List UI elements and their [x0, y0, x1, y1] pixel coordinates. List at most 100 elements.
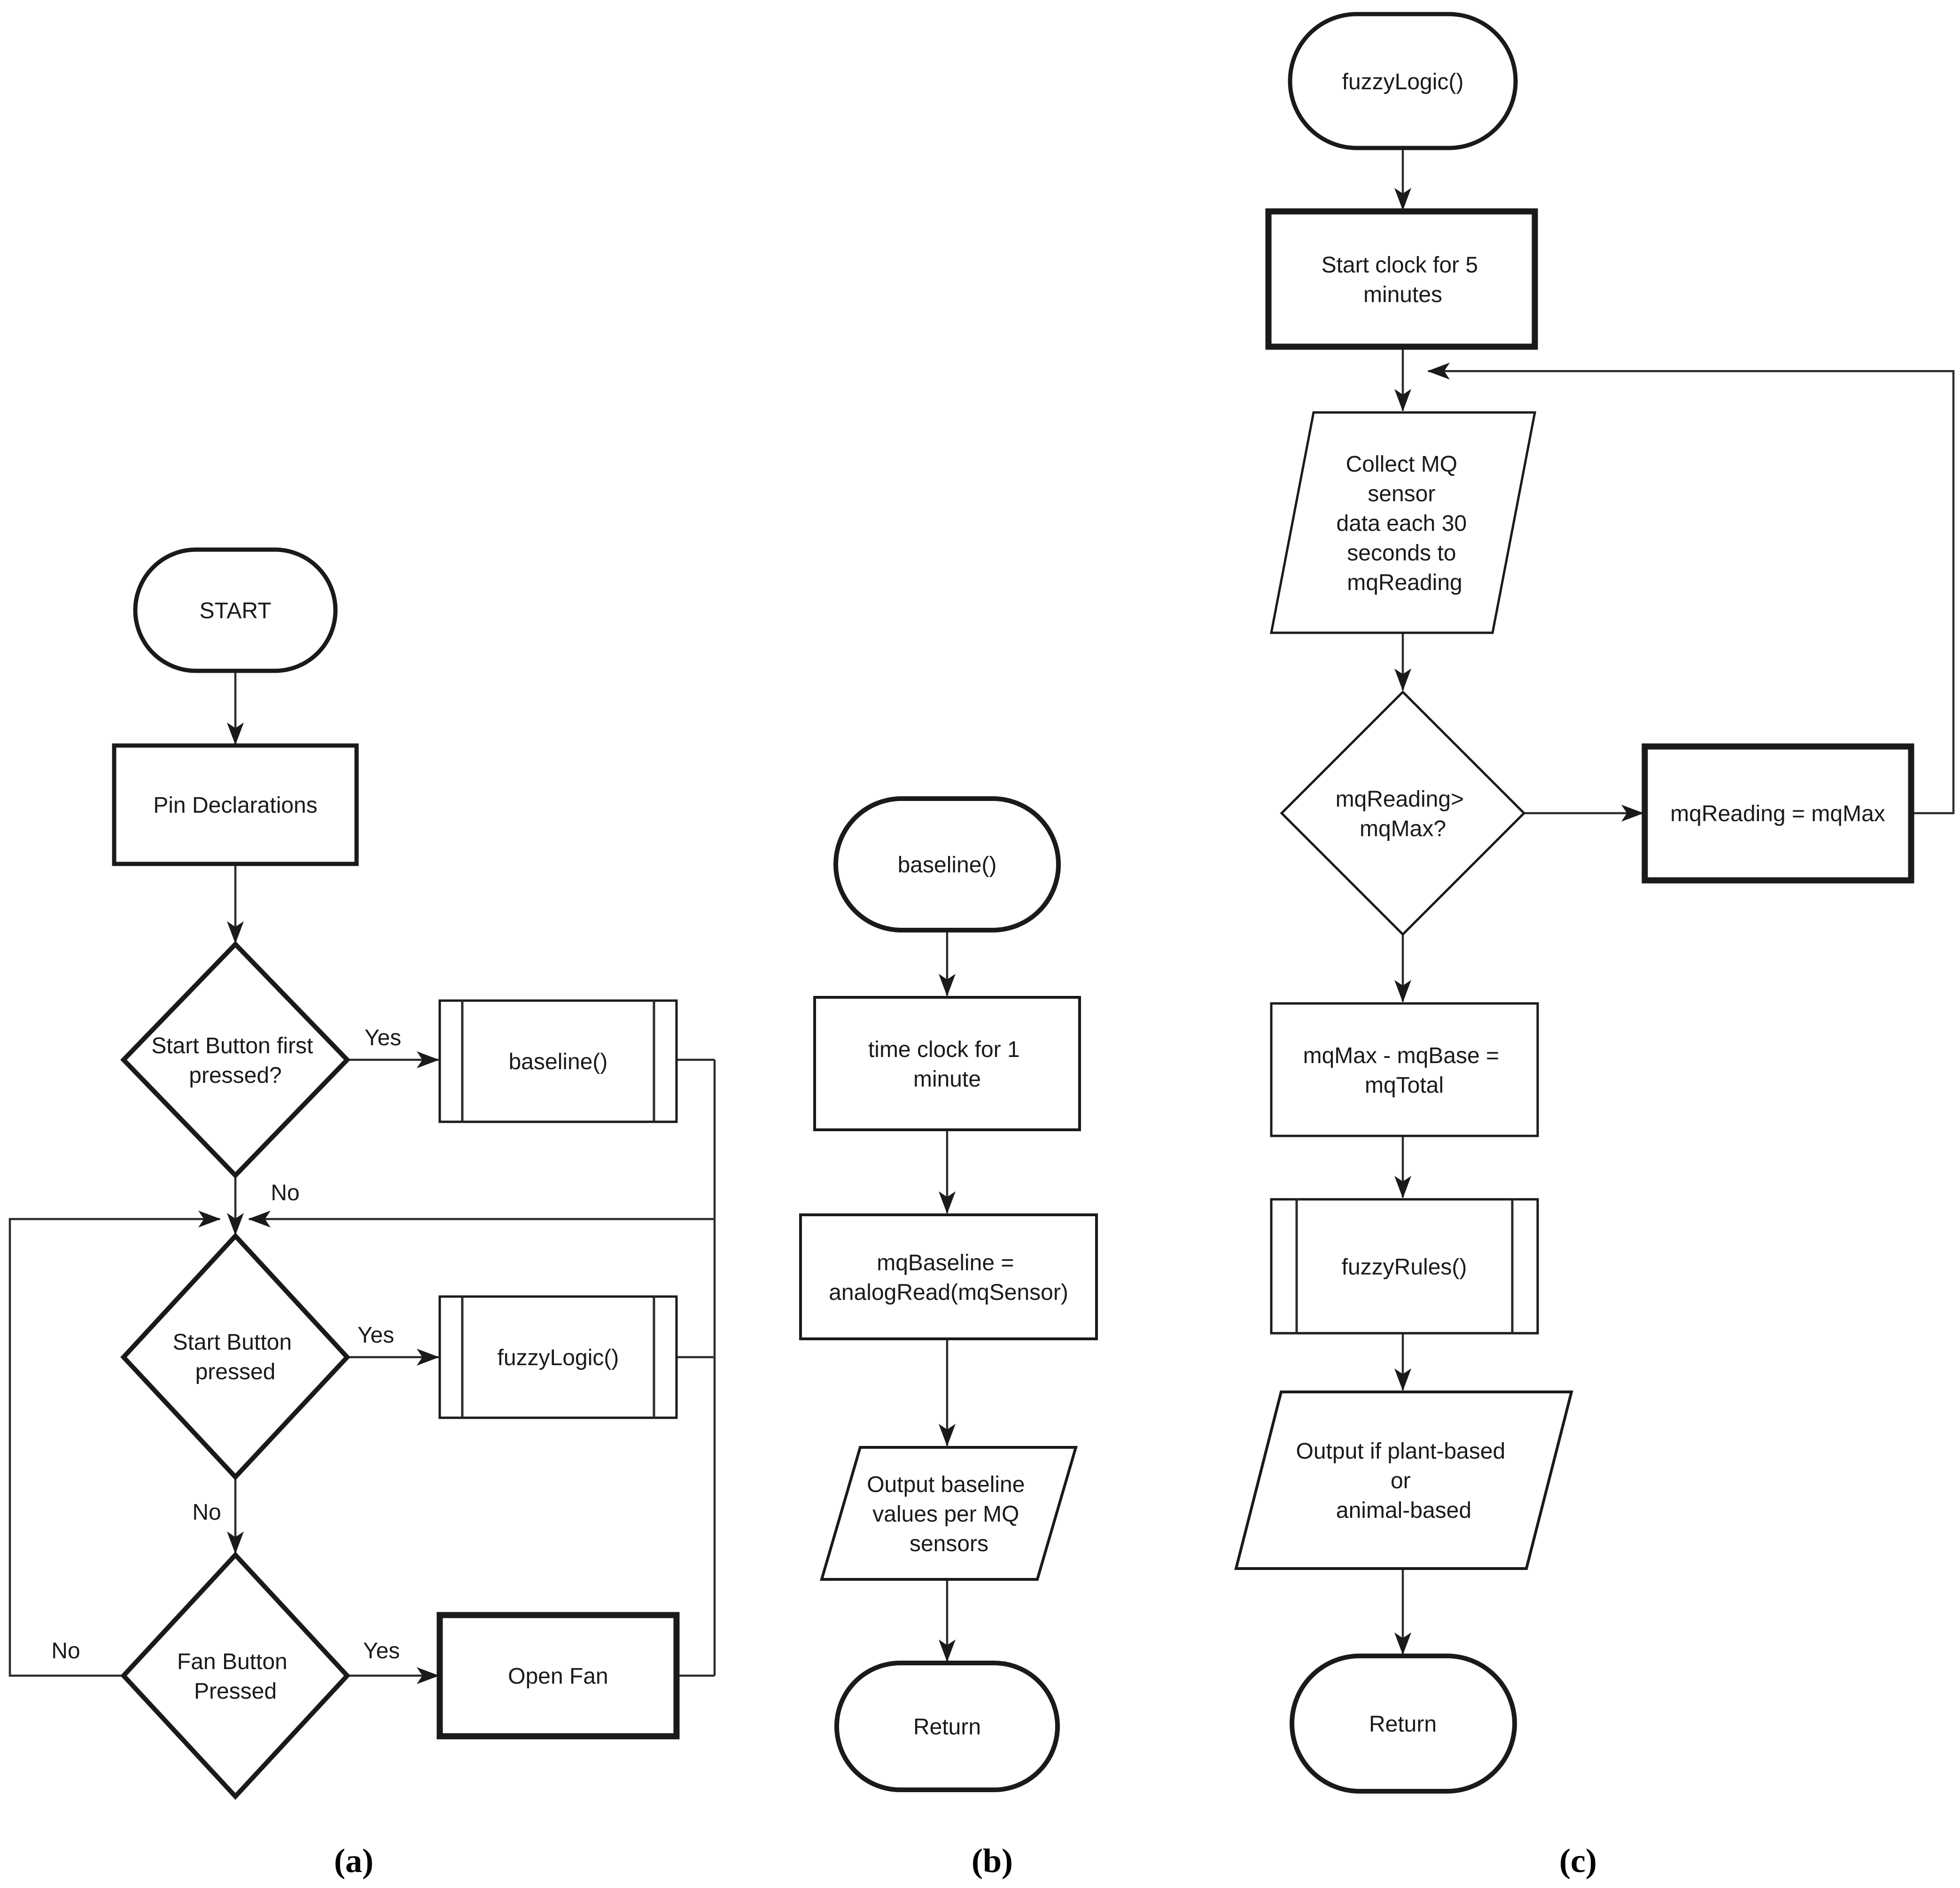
return-c-label: Return [1369, 1712, 1437, 1737]
baseline-entry-label: baseline() [898, 853, 997, 878]
node-return-b: Return [834, 1661, 1060, 1792]
time-clock-shape [813, 996, 1081, 1131]
text-line: (b) [972, 1842, 1013, 1880]
text-line: minutes [1363, 282, 1442, 307]
text-line: Pin Declarations [153, 793, 318, 818]
mq-baseline-shape [799, 1213, 1098, 1340]
text-line: Yes [365, 1026, 401, 1050]
return-c-shape [1290, 1654, 1517, 1794]
text-line: Return [1369, 1712, 1437, 1737]
baseline-call-label: baseline() [509, 1049, 608, 1074]
node-start-button-pressed: Start Button pressed [120, 1232, 350, 1481]
node-start: START [133, 547, 338, 673]
text-line: seconds to [1347, 541, 1456, 566]
text-line: Open Fan [508, 1664, 608, 1689]
start-clock-shape [1265, 208, 1538, 350]
start-button-pressed-label: Start Button pressed [173, 1330, 298, 1384]
caption-a: (a) [334, 1842, 373, 1880]
node-fan-button-pressed: Fan Button Pressed [120, 1551, 350, 1800]
fan-button-pressed-label: Fan Button Pressed [177, 1649, 294, 1704]
text-line: mqReading = mqMax [1670, 801, 1885, 826]
text-line: No [271, 1181, 299, 1205]
text-line: mqReading> [1336, 787, 1464, 812]
text-line: (c) [1559, 1842, 1597, 1880]
text-line: Pressed [194, 1679, 277, 1704]
text-line: mqBaseline = [877, 1251, 1014, 1275]
text-line: values per MQ [872, 1502, 1019, 1527]
text-line: Yes [358, 1323, 394, 1348]
text-line: pressed? [189, 1063, 281, 1088]
mqreading-check-label: mqReading> mqMax? [1336, 787, 1470, 841]
fuzzylogic-call-label: fuzzyLogic() [498, 1345, 619, 1370]
output-baseline-label: Output baseline values per MQ sensors [867, 1472, 1031, 1556]
node-fuzzylogic-call: fuzzyLogic() [438, 1295, 678, 1419]
node-pin-declarations: Pin Declarations [112, 743, 359, 866]
baseline-call-shape [438, 999, 678, 1123]
text-line: fuzzyLogic() [498, 1345, 619, 1370]
pin-declarations-shape [112, 743, 359, 866]
mqreading-check-diamond [1280, 690, 1526, 936]
start-button-first-diamond [120, 940, 350, 1179]
flowchart-a: START Pin Declarations Start Button firs… [8, 547, 716, 1880]
node-start-button-first: Start Button first pressed? [120, 940, 350, 1179]
fuzzylogic-call-shape [438, 1295, 678, 1419]
time-clock-label: time clock for 1 minute [868, 1037, 1026, 1092]
text-line: baseline() [898, 853, 997, 878]
node-baseline-call: baseline() [438, 999, 678, 1123]
text-line: Yes [363, 1639, 400, 1663]
edge-label-no2: No [192, 1500, 221, 1525]
return-b-shape [834, 1661, 1060, 1792]
edge-assign-feedback-loop [1427, 363, 1955, 815]
text-line: animal-based [1336, 1498, 1471, 1523]
text-line: mqMax? [1360, 816, 1446, 841]
text-line: (a) [334, 1842, 373, 1880]
text-line: time clock for 1 [868, 1037, 1020, 1062]
edges-c [1394, 148, 1955, 1655]
text-line: or [1391, 1468, 1411, 1493]
baseline-entry-shape [833, 796, 1061, 932]
fan-button-pressed-diamond [120, 1551, 350, 1800]
edges-a [8, 671, 716, 1684]
collect-mq-label: Collect MQ sensor data each 30 seconds t… [1337, 452, 1473, 595]
mq-total-label: mqMax - mqBase = mqTotal [1303, 1043, 1506, 1098]
node-mqreading-assign: mqReading = mqMax [1641, 743, 1914, 884]
text-line: Collect MQ [1346, 452, 1457, 477]
text-line: minute [913, 1067, 981, 1092]
mqreading-assign-shape [1641, 743, 1914, 884]
node-time-clock: time clock for 1 minute [813, 996, 1081, 1131]
mq-baseline-label: mqBaseline = analogRead(mqSensor) [829, 1251, 1068, 1305]
text-line: Fan Button [177, 1649, 288, 1674]
start-terminator-shape [133, 547, 338, 673]
output-result-shape [1234, 1391, 1573, 1570]
collect-mq-shape [1269, 411, 1537, 634]
node-output-result: Output if plant-based or animal-based [1234, 1391, 1573, 1570]
text-line: mqReading [1347, 570, 1462, 595]
text-line: mqTotal [1365, 1073, 1444, 1098]
text-line: data each 30 [1337, 511, 1467, 536]
edge-label-no3: No [51, 1639, 80, 1663]
text-line: Output if plant-based [1296, 1439, 1506, 1464]
flowchart-c: fuzzyLogic() Start clock for 5 minutes C… [1234, 12, 1955, 1880]
mqreading-assign-label: mqReading = mqMax [1670, 801, 1885, 826]
text-line: fuzzyLogic() [1342, 70, 1464, 94]
node-start-clock: Start clock for 5 minutes [1265, 208, 1538, 350]
text-line: Start Button [173, 1330, 292, 1355]
node-fuzzylogic-entry: fuzzyLogic() [1288, 12, 1518, 150]
node-open-fan: Open Fan [436, 1612, 680, 1740]
flowchart-b: baseline() time clock for 1 minute mqBas… [799, 796, 1098, 1880]
text-line: Output baseline [867, 1472, 1025, 1497]
text-line: analogRead(mqSensor) [829, 1280, 1068, 1305]
output-result-label: Output if plant-based or animal-based [1296, 1439, 1512, 1523]
text-line: mqMax - mqBase = [1303, 1043, 1499, 1068]
edge-label-yes2: Yes [358, 1323, 394, 1348]
output-baseline-shape [819, 1446, 1078, 1581]
text-line: Start Button first [151, 1033, 313, 1058]
mq-total-shape [1270, 1002, 1539, 1137]
node-baseline-entry: baseline() [833, 796, 1061, 932]
node-mqreading-check: mqReading> mqMax? [1280, 690, 1526, 936]
open-fan-label: Open Fan [508, 1664, 608, 1689]
text-line: No [192, 1500, 221, 1525]
node-mq-total: mqMax - mqBase = mqTotal [1270, 1002, 1539, 1137]
